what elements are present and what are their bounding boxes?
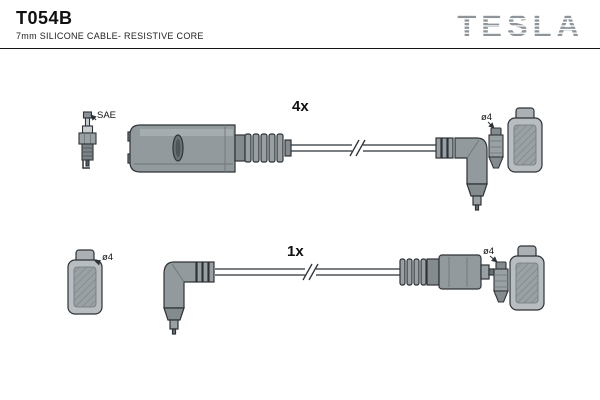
- bottom-right-diameter-label: ø4: [483, 246, 494, 257]
- top-terminal-diameter-label: ø4: [481, 112, 492, 123]
- bottom-cable: [215, 263, 400, 281]
- part-number: T054B: [16, 8, 73, 28]
- bottom-cable-assembly: ø4 1x: [67, 243, 545, 335]
- plug-boot-figure: [435, 137, 488, 211]
- bottom-left-diameter-label: ø4: [102, 252, 113, 263]
- tesla-logo: TESLA: [457, 8, 584, 43]
- cable-spec-subtitle: 7mm SILICONE CABLE- RESISTIVE CORE: [16, 31, 204, 41]
- top-cable-assembly: SAE 4x: [78, 98, 543, 211]
- top-quantity-label: 4x: [292, 98, 309, 115]
- top-cable: [291, 139, 436, 157]
- bottom-bullet-terminal-figure: [493, 261, 509, 303]
- bottom-quantity-label: 1x: [287, 243, 304, 260]
- ignition-cable-diagram: SAE 4x: [67, 98, 545, 335]
- top-bullet-terminal-figure: [488, 127, 504, 169]
- sae-label-arrow: [90, 114, 97, 121]
- bottom-plug-boot-figure: [163, 261, 215, 335]
- top-grommet-figure: [507, 107, 543, 173]
- top-diameter-arrow: [487, 121, 495, 129]
- header-divider: [0, 48, 600, 49]
- cable-break-mark: [349, 139, 360, 157]
- spark-plug-figure: [78, 111, 97, 169]
- coil-connector-figure: [127, 124, 292, 173]
- sae-terminal-label: SAE: [97, 110, 116, 121]
- bottom-right-diameter-arrow: [489, 255, 498, 263]
- bottom-left-diameter-arrow: [94, 259, 102, 266]
- bottom-left-grommet-figure: [67, 249, 103, 315]
- tesla-logo-text: TESLA: [457, 8, 584, 43]
- straight-connector-figure: [399, 254, 495, 290]
- bottom-right-grommet-figure: [509, 245, 545, 311]
- cable-break-mark: [302, 263, 313, 281]
